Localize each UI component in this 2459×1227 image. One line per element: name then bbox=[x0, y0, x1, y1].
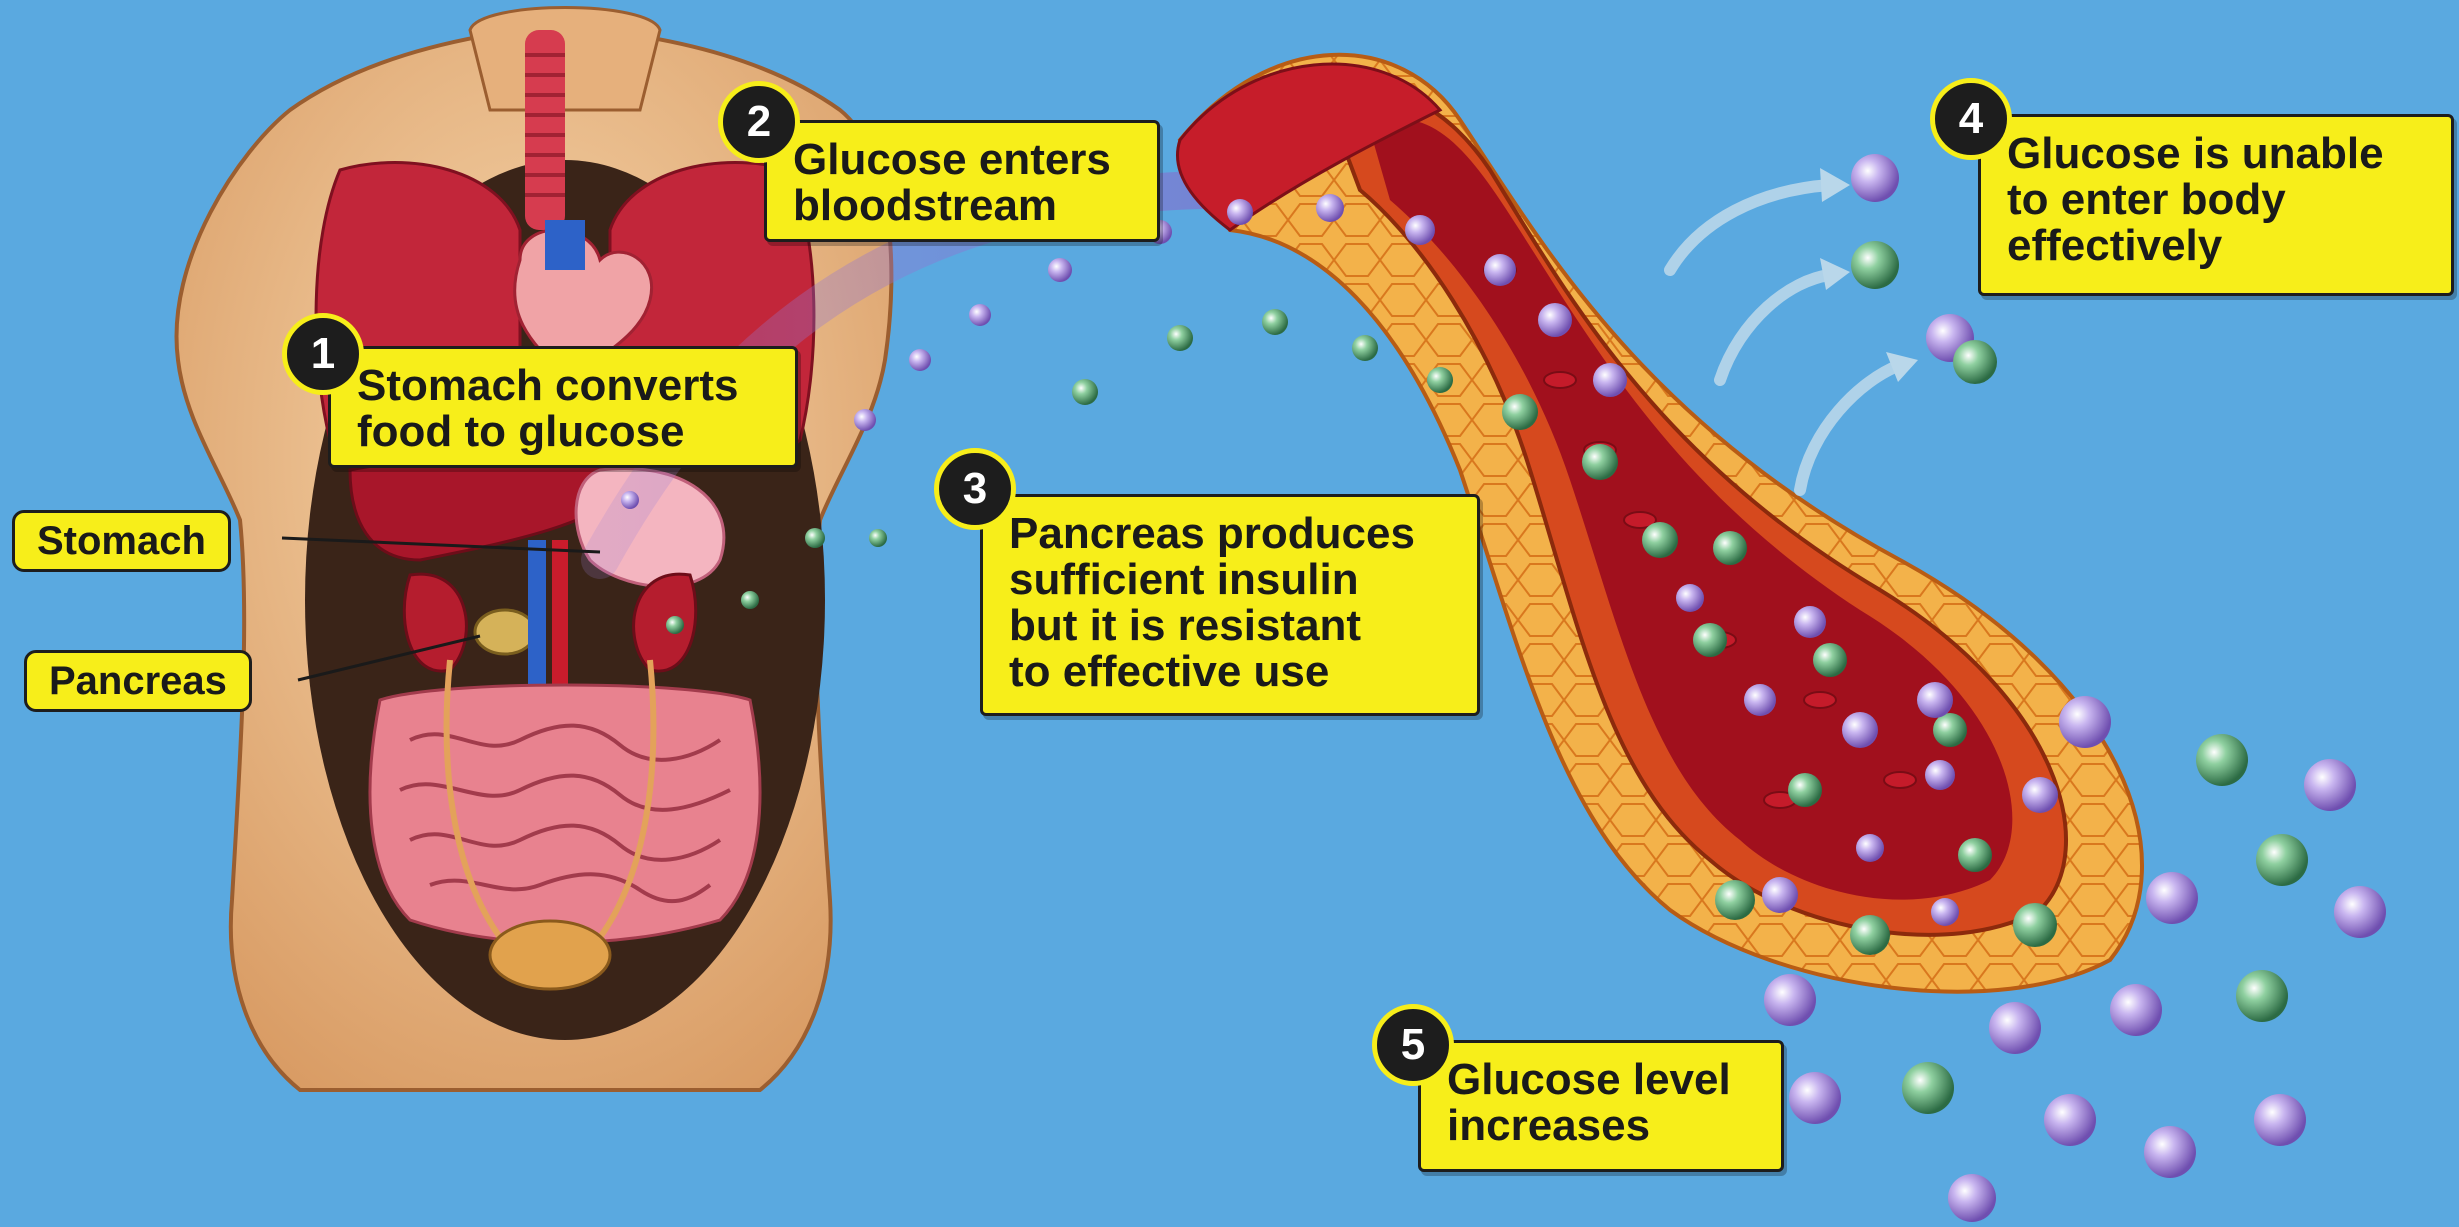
glucose-molecule-green bbox=[1262, 309, 1288, 335]
intestines bbox=[370, 685, 760, 943]
glucose-molecule-green bbox=[1693, 623, 1727, 657]
glucose-molecule-purple bbox=[2254, 1094, 2306, 1146]
trachea bbox=[525, 30, 565, 230]
glucose-molecule-green bbox=[1427, 367, 1453, 393]
glucose-molecule-green bbox=[1933, 713, 1967, 747]
glucose-molecule-purple bbox=[1989, 1002, 2041, 1054]
glucose-molecule-purple bbox=[909, 349, 931, 371]
step-1-badge: 1 bbox=[282, 313, 364, 395]
step-4-text: Glucose is unable to enter body effectiv… bbox=[1978, 114, 2454, 296]
step-5-text: Glucose level increases bbox=[1418, 1040, 1784, 1172]
glucose-molecule-green bbox=[666, 616, 684, 634]
glucose-molecule-green bbox=[2196, 734, 2248, 786]
stomach-label: Stomach bbox=[12, 510, 231, 572]
glucose-molecule-purple bbox=[1676, 584, 1704, 612]
glucose-molecule-green bbox=[805, 528, 825, 548]
step-2-text: Glucose enters bloodstream bbox=[764, 120, 1160, 242]
glucose-molecule-purple bbox=[1227, 199, 1253, 225]
glucose-molecule-purple bbox=[1794, 606, 1826, 638]
glucose-molecule-green bbox=[869, 529, 887, 547]
glucose-molecule-green bbox=[1715, 880, 1755, 920]
glucose-molecule-green bbox=[1958, 838, 1992, 872]
glucose-molecule-green bbox=[1642, 522, 1678, 558]
step-3-badge: 3 bbox=[934, 448, 1016, 530]
pancreas-organ bbox=[475, 610, 535, 654]
step-1-text: Stomach converts food to glucose bbox=[328, 346, 798, 468]
glucose-molecule-green bbox=[1167, 325, 1193, 351]
glucose-molecule-purple bbox=[621, 491, 639, 509]
glucose-molecule-green bbox=[1713, 531, 1747, 565]
glucose-molecule-green bbox=[1851, 241, 1899, 289]
glucose-molecule-purple bbox=[2059, 696, 2111, 748]
pancreas-label: Pancreas bbox=[24, 650, 252, 712]
glucose-molecule-purple bbox=[1789, 1072, 1841, 1124]
glucose-molecule-purple bbox=[1762, 877, 1798, 913]
glucose-molecule-purple bbox=[1405, 215, 1435, 245]
step-3-text: Pancreas produces sufficient insulin but… bbox=[980, 494, 1480, 716]
glucose-molecule-green bbox=[2013, 903, 2057, 947]
glucose-molecule-green bbox=[2256, 834, 2308, 886]
glucose-molecule-purple bbox=[1744, 684, 1776, 716]
step-2-badge: 2 bbox=[718, 81, 800, 163]
glucose-molecule-purple bbox=[969, 304, 991, 326]
glucose-molecule-purple bbox=[2144, 1126, 2196, 1178]
glucose-molecule-green bbox=[1788, 773, 1822, 807]
glucose-molecule-green bbox=[1850, 915, 1890, 955]
glucose-molecule-purple bbox=[2146, 872, 2198, 924]
glucose-molecule-green bbox=[1582, 444, 1618, 480]
glucose-molecule-purple bbox=[2334, 886, 2386, 938]
step-4-badge: 4 bbox=[1930, 78, 2012, 160]
glucose-molecule-green bbox=[741, 591, 759, 609]
glucose-molecule-purple bbox=[1851, 154, 1899, 202]
glucose-molecule-purple bbox=[1593, 363, 1627, 397]
step-5-badge: 5 bbox=[1372, 1004, 1454, 1086]
glucose-molecule-purple bbox=[1948, 1174, 1996, 1222]
glucose-molecule-purple bbox=[1316, 194, 1344, 222]
glucose-molecule-green bbox=[2236, 970, 2288, 1022]
glucose-molecule-purple bbox=[1917, 682, 1953, 718]
glucose-molecule-green bbox=[1813, 643, 1847, 677]
glucose-molecule-purple bbox=[2110, 984, 2162, 1036]
glucose-molecule-green bbox=[1902, 1062, 1954, 1114]
glucose-molecule-green bbox=[1953, 340, 1997, 384]
glucose-molecule-green bbox=[1502, 394, 1538, 430]
bladder bbox=[490, 921, 610, 989]
glucose-molecule-purple bbox=[1764, 974, 1816, 1026]
glucose-molecule-purple bbox=[1484, 254, 1516, 286]
glucose-molecule-green bbox=[1072, 379, 1098, 405]
glucose-molecule-purple bbox=[1842, 712, 1878, 748]
glucose-molecule-purple bbox=[2022, 777, 2058, 813]
glucose-molecule-purple bbox=[1048, 258, 1072, 282]
glucose-molecule-purple bbox=[1856, 834, 1884, 862]
glucose-molecule-green bbox=[1352, 335, 1378, 361]
glucose-molecule-purple bbox=[1925, 760, 1955, 790]
glucose-molecule-purple bbox=[2044, 1094, 2096, 1146]
glucose-molecule-purple bbox=[1931, 898, 1959, 926]
glucose-molecule-purple bbox=[2304, 759, 2356, 811]
glucose-molecule-purple bbox=[854, 409, 876, 431]
glucose-molecule-purple bbox=[1538, 303, 1572, 337]
